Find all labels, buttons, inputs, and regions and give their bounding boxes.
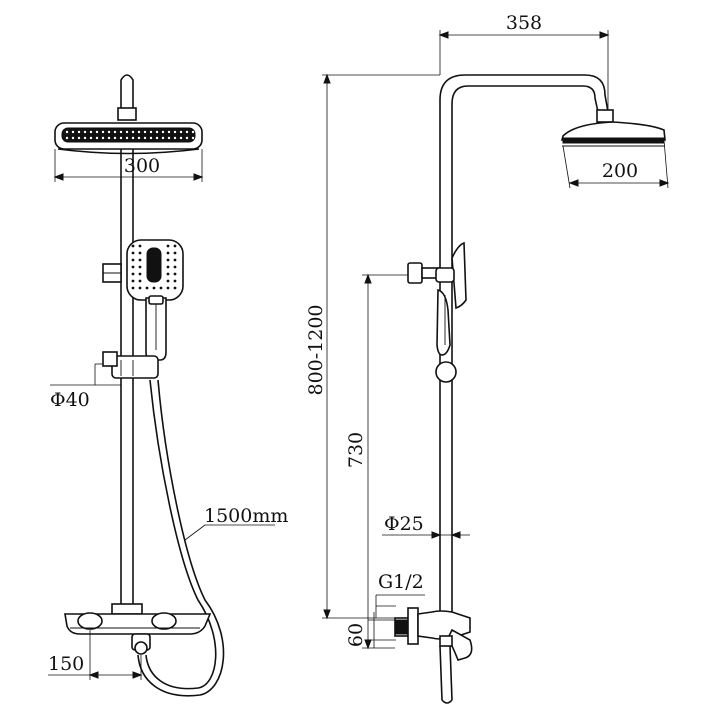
rod-diameter-label: Φ25 (384, 513, 424, 535)
dim-height-range: 800-1200 (305, 73, 440, 620)
front-view: 300 Φ40 1500mm 150 (48, 74, 288, 697)
rail-top-cap (120, 74, 134, 112)
head-width-label: 300 (124, 155, 160, 177)
riser-arm-outer (439, 74, 609, 612)
dim-outlet-spacing: 150 (48, 630, 143, 680)
hose-length-label: 1500mm (204, 505, 288, 527)
shower-hose (137, 379, 225, 697)
hand-shower-side (435, 241, 467, 356)
arm-reach-label: 358 (506, 12, 542, 34)
outlet-spacing-label: 150 (48, 653, 84, 675)
inlet-offset-label: 60 (345, 623, 367, 647)
dim-thread-size: G1/2 (375, 571, 425, 618)
rail-top-connector (117, 107, 137, 121)
hand-shower (126, 239, 184, 361)
dim-pipe-diameter: Φ40 (50, 363, 121, 411)
slide-bracket (102, 351, 159, 379)
overhead-shower-head (54, 122, 203, 155)
dim-handset-height: 730 (345, 273, 408, 650)
head-diameter-label: 200 (602, 160, 638, 182)
pipe-diameter-label: Φ40 (50, 389, 90, 411)
dim-rod-diameter: Φ25 (382, 513, 470, 539)
shower-hose-inner (145, 379, 217, 690)
slide-bracket-ball (435, 361, 457, 383)
overhead-head-side (560, 109, 666, 147)
dim-hose-length: 1500mm (184, 505, 288, 541)
dim-arm-reach: 358 (438, 12, 610, 110)
thread-size-label: G1/2 (378, 571, 424, 593)
mixer-side (394, 607, 473, 704)
side-view: 358 200 800-1200 730 Φ25 (305, 12, 670, 704)
handset-height-label: 730 (345, 432, 367, 468)
riser-arm-inner (451, 85, 599, 612)
dim-head-diameter: 200 (562, 139, 670, 189)
dim-inlet-offset: 60 (345, 612, 396, 648)
dim-head-width: 300 (53, 149, 204, 182)
thermostatic-mixer-shelf (64, 603, 212, 655)
height-range-label: 800-1200 (305, 304, 327, 395)
